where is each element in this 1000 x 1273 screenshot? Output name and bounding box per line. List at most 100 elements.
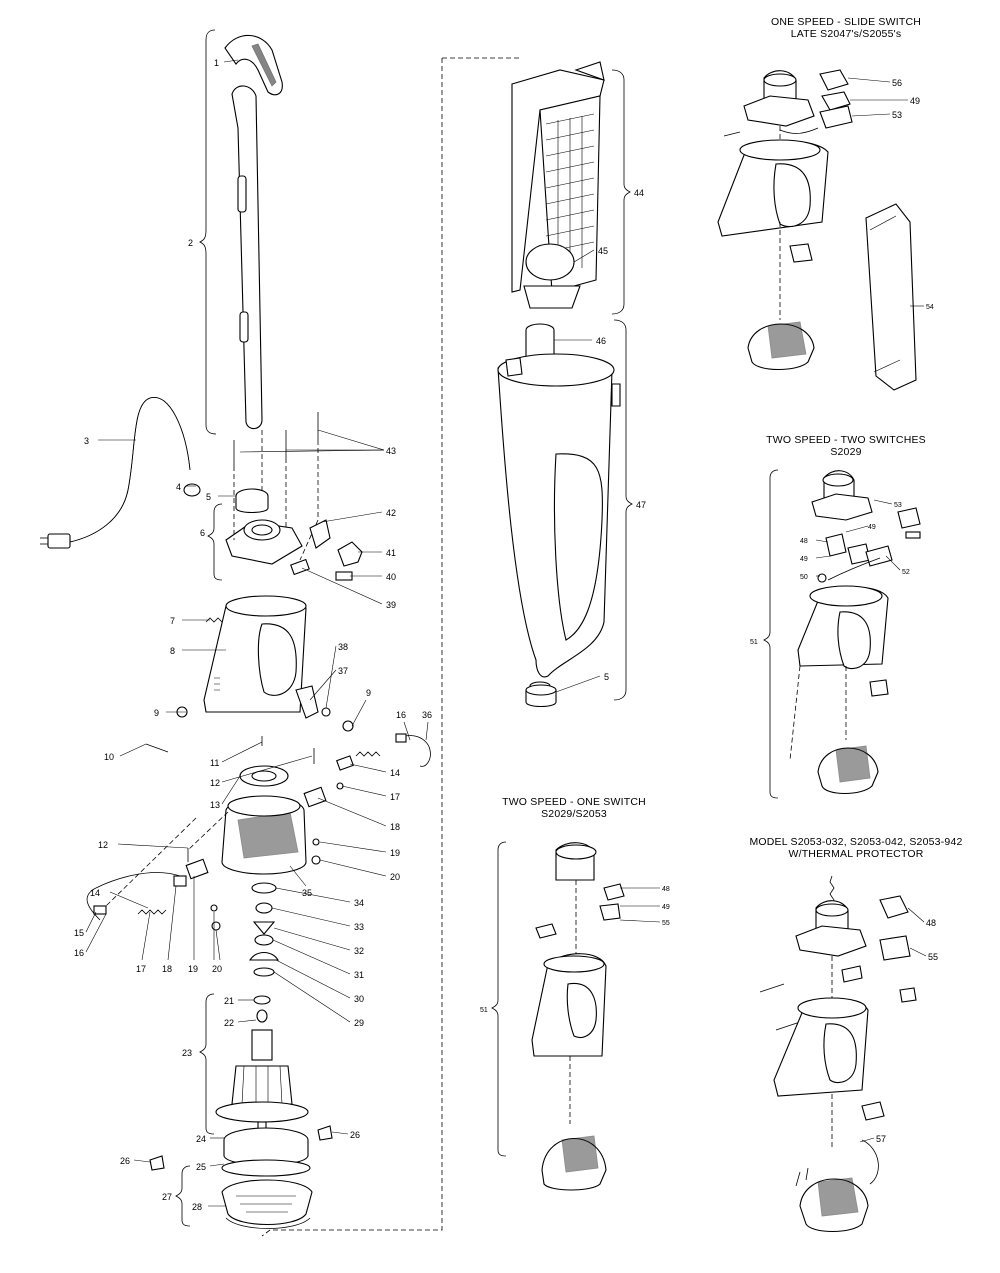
callout-39: 39	[386, 600, 396, 610]
callout-12a: 12	[210, 778, 220, 788]
callout-5: 5	[206, 492, 211, 502]
callout-14a: 14	[390, 768, 400, 778]
callout-57: 57	[876, 1134, 886, 1144]
callout-7: 7	[170, 616, 175, 626]
callout-22: 22	[224, 1018, 234, 1028]
callout-55a: 55	[662, 920, 670, 927]
callout-36: 36	[422, 710, 432, 720]
callout-2: 2	[188, 238, 193, 248]
callout-15: 15	[74, 928, 84, 938]
callout-21: 21	[224, 996, 234, 1006]
callout-4: 4	[176, 482, 181, 492]
callout-9b: 9	[366, 688, 371, 698]
callout-30: 30	[354, 994, 364, 1004]
callout-38: 38	[338, 642, 348, 652]
callout-56: 56	[892, 78, 902, 88]
armature	[215, 995, 309, 1137]
handle-tube	[231, 85, 263, 430]
callout-48b: 48	[662, 886, 670, 893]
leader-lines	[85, 59, 927, 1207]
strain-relief	[183, 483, 201, 497]
callout-9a: 9	[154, 708, 159, 718]
callout-12b: 12	[98, 840, 108, 850]
bag-frame	[511, 61, 605, 309]
callout-26b: 26	[120, 1156, 130, 1166]
callout-14b: 14	[90, 888, 100, 898]
callout-32: 32	[354, 946, 364, 956]
seal-ring	[239, 765, 289, 787]
callout-16a: 16	[396, 710, 406, 720]
callout-54: 54	[926, 304, 934, 311]
callout-53a: 53	[892, 110, 902, 120]
heading-two-speed-one-switch: TWO SPEED - ONE SWITCH S2029/S2053	[464, 796, 684, 820]
switch-assembly	[290, 519, 363, 581]
callout-19a: 19	[390, 848, 400, 858]
power-cord	[40, 397, 191, 549]
heading-model-line1: MODEL S2053-032, S2053-042, S2053-942	[749, 836, 963, 848]
motor-assembly	[221, 795, 307, 875]
callout-50: 50	[800, 574, 808, 581]
callout-49a: 49	[910, 96, 920, 106]
callout-3: 3	[84, 436, 89, 446]
callout-40: 40	[386, 572, 396, 582]
heading-thermal-protector-model: MODEL S2053-032, S2053-042, S2053-942 W/…	[718, 836, 994, 860]
callout-10: 10	[104, 752, 114, 762]
callout-45: 45	[598, 246, 608, 256]
callout-16b: 16	[74, 948, 84, 958]
callout-1: 1	[214, 58, 219, 68]
fan-base	[221, 1179, 313, 1229]
one-speed-slide-switch-assembly	[717, 69, 853, 370]
two-speed-one-switch-assembly	[531, 842, 625, 1191]
callout-49b: 49	[868, 524, 876, 531]
callout-49c: 49	[800, 556, 808, 563]
thermal-protector-assembly	[759, 875, 917, 1232]
dust-bag	[497, 353, 621, 678]
motor-cover	[203, 595, 307, 713]
callout-51a: 51	[750, 639, 758, 646]
callout-31: 31	[354, 970, 364, 980]
switch-housing-top	[225, 519, 303, 565]
callout-24: 24	[196, 1134, 206, 1144]
callout-23: 23	[182, 1048, 192, 1058]
callout-33: 33	[354, 922, 364, 932]
handle-grip	[224, 34, 283, 96]
callout-42: 42	[386, 508, 396, 518]
heading-two-speed-one-line1: TWO SPEED - ONE SWITCH	[502, 796, 646, 808]
lock-nut	[235, 488, 269, 514]
bearing-stack	[249, 882, 279, 977]
callout-46: 46	[596, 336, 606, 346]
callout-48a: 48	[800, 538, 808, 545]
brush-assembly-left	[86, 838, 321, 931]
fan-housing	[221, 1127, 311, 1177]
callout-29: 29	[354, 1018, 364, 1028]
callout-18a: 18	[390, 822, 400, 832]
paper-bag	[865, 203, 917, 391]
callout-43: 43	[386, 446, 396, 456]
callout-8: 8	[170, 646, 175, 656]
callout-34: 34	[354, 898, 364, 908]
two-speed-two-switches-assembly	[789, 470, 921, 795]
callout-51b: 51	[480, 1007, 488, 1014]
callout-13: 13	[210, 800, 220, 810]
heading-two-speed-two-switches: TWO SPEED - TWO SWITCHES S2029	[736, 434, 956, 458]
callout-41: 41	[386, 548, 396, 558]
callout-48c: 48	[926, 918, 936, 928]
callout-19b: 19	[188, 964, 198, 974]
callout-17a: 17	[390, 792, 400, 802]
callout-5b: 5	[604, 672, 609, 682]
heading-one-speed-line2: LATE S2047's/S2055's	[790, 28, 902, 40]
callout-53b: 53	[894, 502, 902, 509]
callout-49d: 49	[662, 904, 670, 911]
heading-one-speed-slide-switch: ONE SPEED - SLIDE SWITCH LATE S2047's/S2…	[736, 16, 956, 40]
heading-two-speed-two-line1: TWO SPEED - TWO SWITCHES	[766, 434, 926, 446]
callout-35: 35	[302, 888, 312, 898]
callout-17b: 17	[136, 964, 146, 974]
callout-18b: 18	[162, 964, 172, 974]
callout-27: 27	[162, 1192, 172, 1202]
heading-two-speed-two-line2: S2029	[830, 446, 862, 458]
heading-two-speed-one-line2: S2029/S2053	[541, 808, 607, 820]
heading-one-speed-line1: ONE SPEED - SLIDE SWITCH	[770, 16, 922, 28]
brush-assembly-right	[303, 733, 431, 808]
